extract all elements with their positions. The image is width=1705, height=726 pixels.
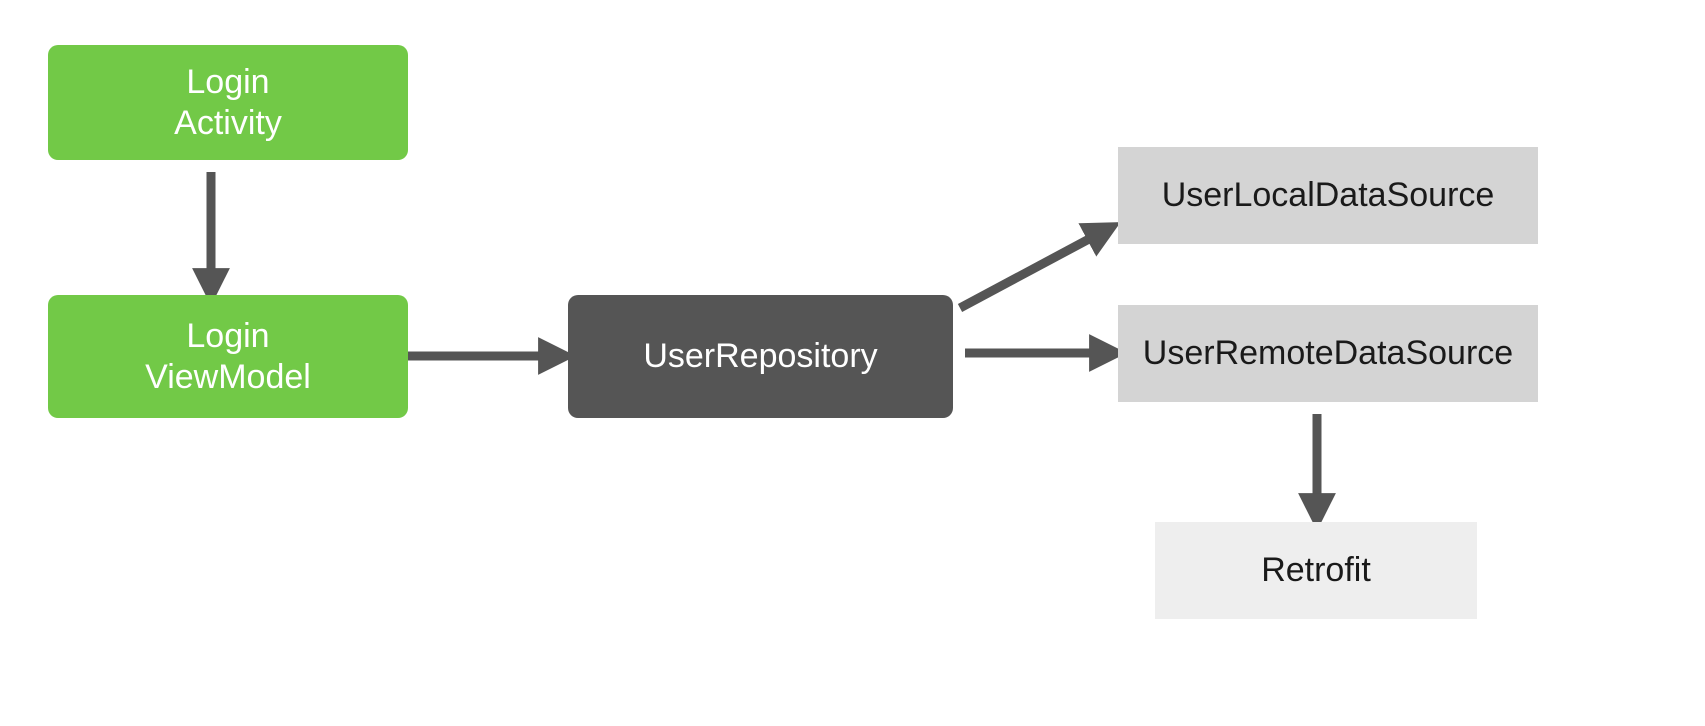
node-user-remote-data-source[interactable]: UserRemoteDataSource xyxy=(1118,305,1538,402)
node-login-activity-label: Login Activity xyxy=(174,63,282,142)
node-retrofit[interactable]: Retrofit xyxy=(1155,522,1477,619)
node-user-repository[interactable]: UserRepository xyxy=(568,295,953,418)
arrow-repository-to-local-datasource xyxy=(957,222,1121,312)
node-login-viewmodel-label: Login ViewModel xyxy=(145,317,311,396)
node-user-repository-label: UserRepository xyxy=(643,337,878,376)
node-user-remote-data-source-label: UserRemoteDataSource xyxy=(1142,334,1514,373)
node-user-local-data-source[interactable]: UserLocalDataSource xyxy=(1118,147,1538,244)
node-retrofit-label: Retrofit xyxy=(1261,551,1371,590)
node-login-activity[interactable]: Login Activity xyxy=(48,45,408,160)
node-user-local-data-source-label: UserLocalDataSource xyxy=(1161,176,1495,215)
node-login-viewmodel[interactable]: Login ViewModel xyxy=(48,295,408,418)
